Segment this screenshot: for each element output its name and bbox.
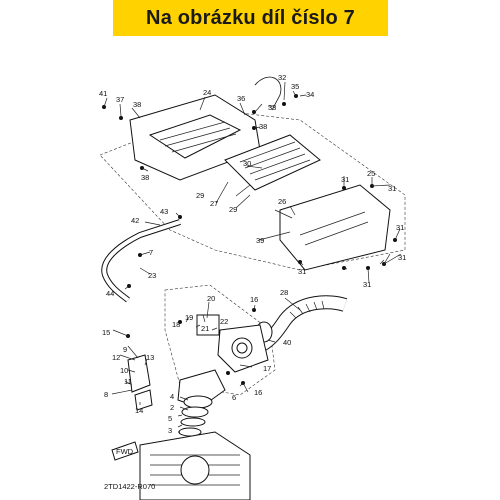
o-ring (180, 417, 206, 427)
air-filter-element (224, 134, 321, 191)
intake-manifold (177, 369, 226, 409)
callout-16: 16 (250, 295, 258, 304)
callout-9: 9 (123, 345, 127, 354)
callout-14: 14 (135, 406, 143, 415)
callout-5: 5 (168, 414, 172, 423)
callout-37: 37 (116, 95, 124, 104)
callout-17: 17 (263, 364, 271, 373)
callout-19: 19 (185, 313, 193, 322)
callout-38: 38 (259, 122, 267, 131)
leader-lines (103, 81, 402, 433)
callout-11: 11 (124, 377, 132, 386)
callout-16: 16 (254, 388, 262, 397)
callout-12: 12 (112, 353, 120, 362)
callout-42: 42 (131, 216, 139, 225)
callout-22: 22 (220, 317, 228, 326)
callout-35: 35 (291, 82, 299, 91)
callout-29: 29 (196, 191, 204, 200)
callout-38: 38 (141, 173, 149, 182)
callout-43: 43 (160, 207, 168, 216)
callout-28: 28 (280, 288, 288, 297)
banner-text: Na obrázku díl číslo 7 (146, 6, 355, 29)
callout-3: 3 (168, 426, 172, 435)
fwd-label: FWD (116, 447, 134, 456)
injector-assembly (127, 354, 153, 411)
callout-6: 6 (232, 393, 236, 402)
callout-8: 8 (104, 390, 108, 399)
throttle-sensor (196, 314, 220, 336)
callout-44: 44 (106, 289, 114, 298)
throttle-body (217, 324, 269, 373)
callout-20: 20 (207, 294, 215, 303)
callout-30: 30 (243, 159, 251, 168)
callout-31: 31 (363, 280, 371, 289)
fwd-arrow-icon (111, 441, 139, 461)
callout-41: 41 (99, 89, 107, 98)
callout-36: 36 (237, 94, 245, 103)
o-ring (181, 406, 209, 418)
callout-2: 2 (170, 403, 174, 412)
diagram-code: 2TD1422-R070 (104, 482, 156, 491)
callout-10: 10 (120, 366, 128, 375)
callout-18: 18 (172, 320, 180, 329)
callout-39: 39 (256, 236, 264, 245)
callout-31: 31 (396, 223, 404, 232)
callout-40: 40 (283, 338, 291, 347)
engine-block (139, 431, 251, 500)
callout-24: 24 (203, 88, 211, 97)
throttle-outline (164, 284, 276, 396)
callout-31: 31 (398, 253, 406, 262)
callout-31: 31 (298, 267, 306, 276)
callout-32: 32 (278, 73, 286, 82)
part-banner: Na obrázku díl číslo 7 (113, 0, 388, 36)
callout-27: 27 (210, 199, 218, 208)
callout-25: 25 (367, 169, 375, 178)
callout-26: 26 (278, 197, 286, 206)
callout-38: 38 (133, 100, 141, 109)
air-cleaner-cap (279, 184, 391, 271)
callout-33: 33 (268, 103, 276, 112)
callout-7: 7 (149, 248, 153, 257)
callout-13: 13 (146, 353, 154, 362)
callout-31: 31 (388, 184, 396, 193)
callout-21: 21 (201, 324, 209, 333)
callout-34: 34 (306, 90, 314, 99)
callout-23: 23 (148, 271, 156, 280)
callout-4: 4 (170, 392, 174, 401)
callout-15: 15 (102, 328, 110, 337)
callout-29: 29 (229, 205, 237, 214)
callout-31: 31 (341, 175, 349, 184)
